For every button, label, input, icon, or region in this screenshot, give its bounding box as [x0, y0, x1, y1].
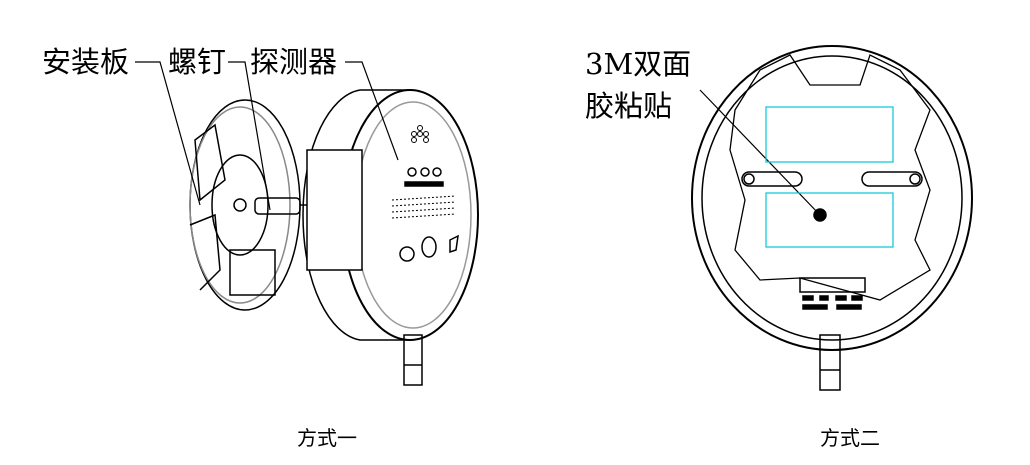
detector-back-drawing	[691, 45, 973, 391]
label-tape-line1: 3M双面	[585, 47, 692, 81]
sound-holes	[411, 125, 429, 143]
vent-grid	[391, 195, 456, 219]
detector-drawing	[302, 89, 479, 386]
label-detector: 探测器	[250, 45, 338, 79]
label-screw: 螺钉	[168, 45, 227, 79]
mounting-plate-drawing	[189, 99, 301, 311]
caption-method-two: 方式二	[820, 426, 880, 450]
label-tape-line2: 胶粘贴	[585, 89, 673, 123]
label-mounting-plate: 安装板	[42, 45, 130, 79]
caption-method-one: 方式一	[297, 426, 357, 450]
leader-lines	[135, 61, 821, 216]
